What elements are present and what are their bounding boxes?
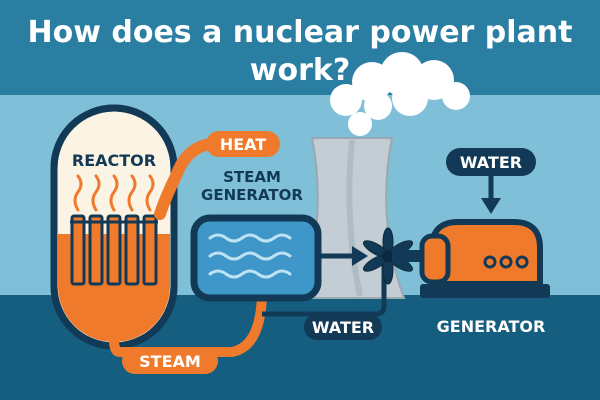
steam-generator-tank — [190, 214, 322, 302]
heat-label: HEAT — [220, 135, 266, 154]
water-top-label-pill — [446, 148, 536, 176]
steam-arrowhead — [102, 300, 126, 318]
steam-generator-label-line-2: GENERATOR — [201, 186, 303, 204]
title-line-2: work? — [250, 53, 350, 88]
heat-label-pill — [206, 131, 280, 157]
steam-label-pill — [122, 348, 218, 374]
water-down-arrowhead — [481, 198, 501, 214]
heat-flame-icons — [73, 174, 155, 212]
turbine-fan-icon — [362, 227, 414, 285]
water-bottom-label: WATER — [312, 318, 374, 337]
steam-to-turbine-arrowhead — [352, 246, 368, 266]
steam-label: STEAM — [139, 352, 201, 371]
steam-generator-label-line-1: STEAM — [223, 168, 281, 186]
generator-machine — [419, 219, 550, 298]
water-bottom-label-pill — [304, 314, 382, 340]
fuel-rods — [70, 214, 158, 286]
generator-label: GENERATOR — [437, 317, 546, 336]
heat-pipe — [154, 138, 216, 220]
reactor-label: REACTOR — [72, 151, 156, 170]
water-top-label: WATER — [460, 153, 522, 172]
water-return-pipe — [262, 264, 387, 317]
title-line-1: How does a nuclear power plant — [28, 15, 573, 50]
smoke-cloud — [330, 52, 470, 136]
